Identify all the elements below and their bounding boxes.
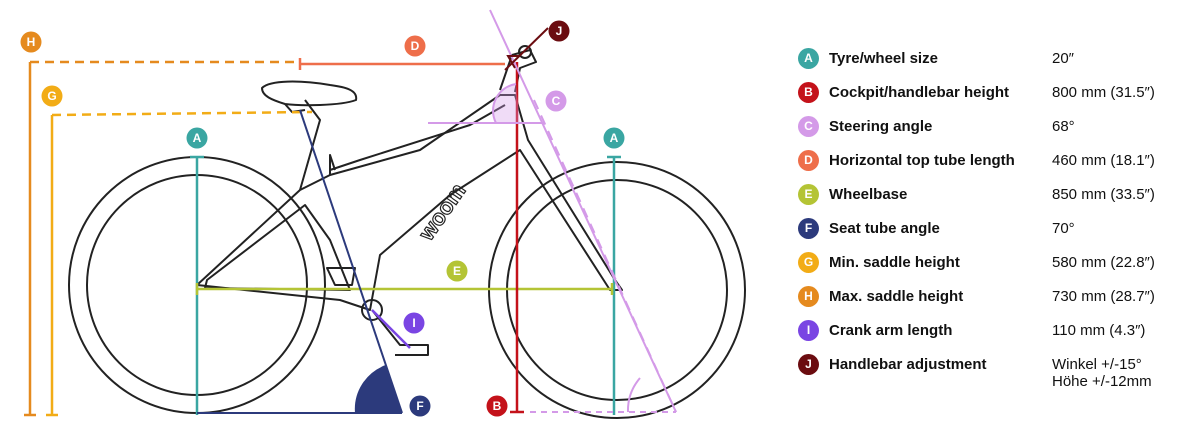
legend-row-f: F Seat tube angle 70° <box>794 218 1194 244</box>
measure-h <box>24 60 300 417</box>
measure-i <box>371 309 411 349</box>
measure-d <box>298 58 505 70</box>
legend-badge: I <box>798 320 819 341</box>
svg-text:A: A <box>193 131 202 145</box>
legend-label: Steering angle <box>829 118 933 135</box>
legend-badge: J <box>798 354 819 375</box>
marker-g: G <box>41 85 63 107</box>
legend-value: 460 mm (18.1″) <box>1052 152 1155 169</box>
legend-value: 800 mm (31.5″) <box>1052 84 1155 101</box>
svg-text:C: C <box>552 94 561 108</box>
legend-label: Wheelbase <box>829 186 908 203</box>
measure-g <box>46 110 313 417</box>
marker-d: D <box>404 35 426 57</box>
legend-badge: C <box>798 116 819 137</box>
measure-f <box>197 109 403 414</box>
svg-text:G: G <box>47 89 56 103</box>
brand-text: woom <box>413 178 471 245</box>
svg-text:D: D <box>411 39 420 53</box>
legend-value: 850 mm (33.5″) <box>1052 186 1155 203</box>
marker-f: F <box>409 395 431 417</box>
legend-label: Max. saddle height <box>829 288 964 305</box>
measure-e <box>195 283 614 295</box>
svg-text:A: A <box>610 131 619 145</box>
svg-text:F: F <box>416 399 423 413</box>
svg-text:E: E <box>453 264 461 278</box>
legend-value-second-line: Höhe +/-12mm <box>1052 373 1152 390</box>
legend-row-a: A Tyre/wheel size 20″ <box>794 48 1194 74</box>
legend-label: Crank arm length <box>829 322 953 339</box>
bike-geometry-diagram: woom <box>20 9 746 419</box>
legend-row-e: E Wheelbase 850 mm (33.5″) <box>794 184 1194 210</box>
legend-label: Min. saddle height <box>829 254 960 271</box>
svg-text:I: I <box>412 316 415 330</box>
legend-value: Winkel +/-15° <box>1052 356 1142 373</box>
legend-row-h: H Max. saddle height 730 mm (28.7″) <box>794 286 1194 312</box>
legend-value: 110 mm (4.3″) <box>1052 322 1146 339</box>
marker-a2: A <box>603 127 625 149</box>
legend-label: Seat tube angle <box>829 220 940 237</box>
marker-a1: A <box>186 127 208 149</box>
measure-a-front <box>607 155 621 415</box>
marker-e: E <box>446 260 468 282</box>
marker-c: C <box>545 90 567 112</box>
marker-h: H <box>20 31 42 53</box>
legend-row-b: B Cockpit/handlebar height 800 mm (31.5″) <box>794 82 1194 108</box>
legend-row-i: I Crank arm length 110 mm (4.3″) <box>794 320 1194 346</box>
legend-value: 68° <box>1052 118 1075 135</box>
legend-row-g: G Min. saddle height 580 mm (22.8″) <box>794 252 1194 278</box>
legend-label: Horizontal top tube length <box>829 152 1015 169</box>
legend-value: 20″ <box>1052 50 1074 67</box>
legend-row-j: J Handlebar adjustment Winkel +/-15°Höhe +… <box>794 354 1194 390</box>
legend-label: Handlebar adjustment <box>829 356 987 373</box>
legend-row-d: D Horizontal top tube length 460 mm (18.1″… <box>794 150 1194 176</box>
measure-c <box>428 9 677 413</box>
legend-badge: B <box>798 82 819 103</box>
legend-badge: G <box>798 252 819 273</box>
marker-i: I <box>403 312 425 334</box>
legend-badge: A <box>798 48 819 69</box>
legend-row-c: C Steering angle 68° <box>794 116 1194 142</box>
marker-j: J <box>548 20 570 42</box>
legend-badge: E <box>798 184 819 205</box>
svg-text:B: B <box>493 399 502 413</box>
measure-j <box>504 27 549 71</box>
measure-b <box>510 62 524 414</box>
marker-b: B <box>486 395 508 417</box>
legend-badge: H <box>798 286 819 307</box>
legend-badge: D <box>798 150 819 171</box>
legend-label: Cockpit/handlebar height <box>829 84 1010 101</box>
svg-text:H: H <box>27 35 36 49</box>
legend-value: 580 mm (22.8″) <box>1052 254 1155 271</box>
legend-value: 70° <box>1052 220 1075 237</box>
legend-badge: F <box>798 218 819 239</box>
legend-label: Tyre/wheel size <box>829 50 938 67</box>
legend-value: 730 mm (28.7″) <box>1052 288 1155 305</box>
svg-text:J: J <box>556 24 563 38</box>
